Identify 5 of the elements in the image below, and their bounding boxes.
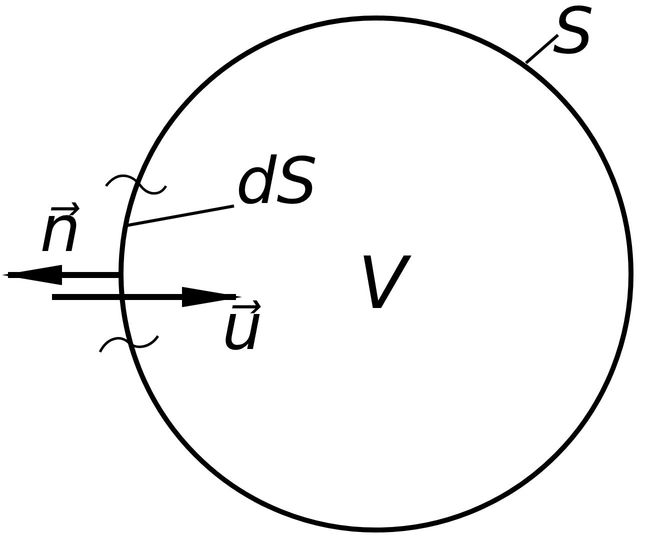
surface-element-label: dS [236, 150, 336, 220]
surface-label: S [553, 0, 613, 70]
normal-vector-label: n⃗ [40, 198, 81, 262]
velocity-vector-label: u⃗ [222, 296, 263, 360]
leader-line [525, 34, 559, 64]
